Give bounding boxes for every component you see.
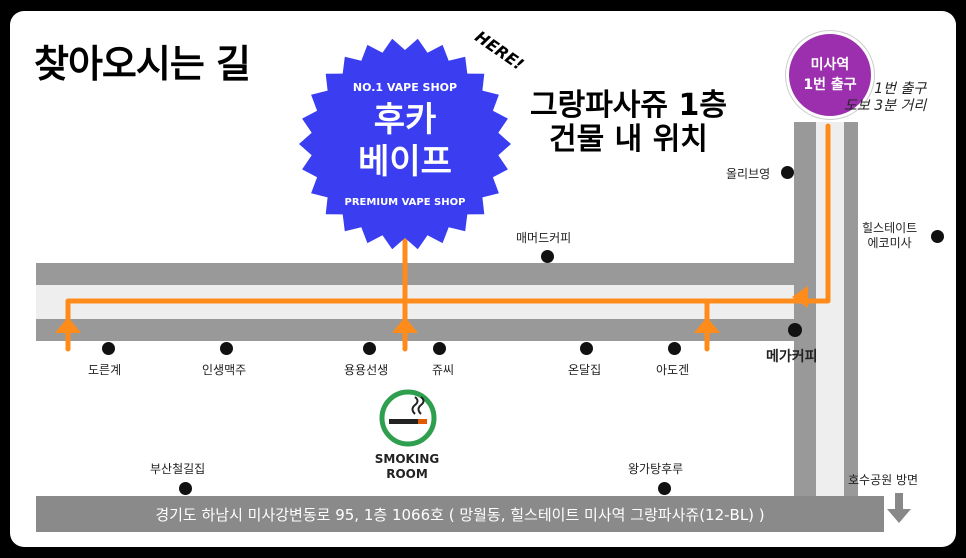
place-megacoffee: 메가커피 — [766, 349, 818, 365]
smoking-line1: SMOKING — [374, 452, 440, 466]
place-dot — [179, 482, 192, 495]
place-doreunge: 도른계 — [88, 363, 122, 377]
page-title: 찾아오시는 길 — [34, 42, 251, 86]
address-bar: 경기도 하남시 미사강변동로 95, 1층 1066호 ( 망월동, 힐스테이트… — [36, 496, 884, 532]
right-vertical-road — [844, 122, 858, 507]
place-dot — [541, 250, 554, 263]
hillstate-line1: 힐스테이트 — [862, 221, 918, 235]
arrow-up-icon — [55, 317, 81, 333]
lake-direction: 호수공원 방면 — [848, 473, 919, 487]
upper-road — [36, 263, 818, 285]
place-insaeng: 인생맥주 — [202, 363, 247, 377]
smoking-room-label: SMOKING ROOM — [363, 452, 451, 482]
badge-top-text: NO.1 VAPE SHOP — [352, 81, 458, 94]
place-oliveyoung: 올리브영 — [726, 167, 771, 181]
arrow-up-icon — [392, 317, 418, 333]
place-dot — [580, 342, 593, 355]
map-canvas — [36, 38, 911, 523]
shop-name-line2: 베이프 — [358, 142, 452, 182]
shop-badge-icon — [299, 38, 511, 250]
building-line2: 건물 내 위치 — [549, 122, 708, 157]
shop-badge: NO.1 VAPE SHOP 후카 베이프 PREMIUM VAPE SHOP — [300, 39, 510, 249]
left-vertical-road — [794, 122, 816, 507]
walk-distance: 1번 출구 도보 3분 거리 — [844, 81, 926, 115]
walk-line1: 1번 출구 — [874, 81, 927, 97]
place-busan: 부산철길집 — [150, 462, 206, 476]
place-dot — [668, 342, 681, 355]
place-ondal: 온달집 — [568, 363, 602, 377]
place-dot — [102, 342, 115, 355]
arrow-left-icon — [792, 286, 808, 308]
place-dot — [931, 230, 944, 243]
place-hillstate: 힐스테이트 에코미사 — [862, 221, 917, 251]
exit-station: 미사역 — [810, 57, 850, 73]
place-mammoth: 매머드커피 — [516, 231, 572, 245]
hillstate-line2: 에코미사 — [867, 236, 912, 250]
walk-line2: 도보 3분 거리 — [844, 98, 927, 114]
exit-number: 1번 출구 — [803, 77, 857, 93]
subway-exit-badge: 미사역 1번 출구 — [786, 31, 874, 119]
map-frame: 찾아오시는 길 NO.1 VAPE SHOP 후카 베이프 PREMIUM VA… — [10, 11, 956, 547]
lower-road — [36, 319, 818, 341]
place-yongyong: 용용선생 — [344, 363, 389, 377]
place-adogen: 아도겐 — [656, 363, 690, 377]
place-dot — [433, 342, 446, 355]
smoking-line2: ROOM — [386, 467, 428, 481]
place-dot — [220, 342, 233, 355]
place-dot — [658, 482, 671, 495]
shop-name-line1: 후카 — [373, 100, 437, 140]
shop-name: 후카 베이프 — [300, 99, 510, 183]
place-dot — [781, 166, 794, 179]
building-line1: 그랑파사쥬 1층 — [530, 88, 727, 123]
building-info: 그랑파사쥬 1층 건물 내 위치 — [530, 89, 727, 157]
place-dot — [363, 342, 376, 355]
place-jussi: 쥬씨 — [432, 363, 455, 377]
badge-bottom-text: PREMIUM VAPE SHOP — [344, 197, 466, 208]
arrow-down-icon — [887, 493, 911, 523]
smoking-room-icon — [379, 389, 437, 447]
place-dot — [788, 323, 802, 337]
place-wanggatang: 왕가탕후루 — [628, 462, 684, 476]
arrow-up-icon — [694, 317, 720, 333]
